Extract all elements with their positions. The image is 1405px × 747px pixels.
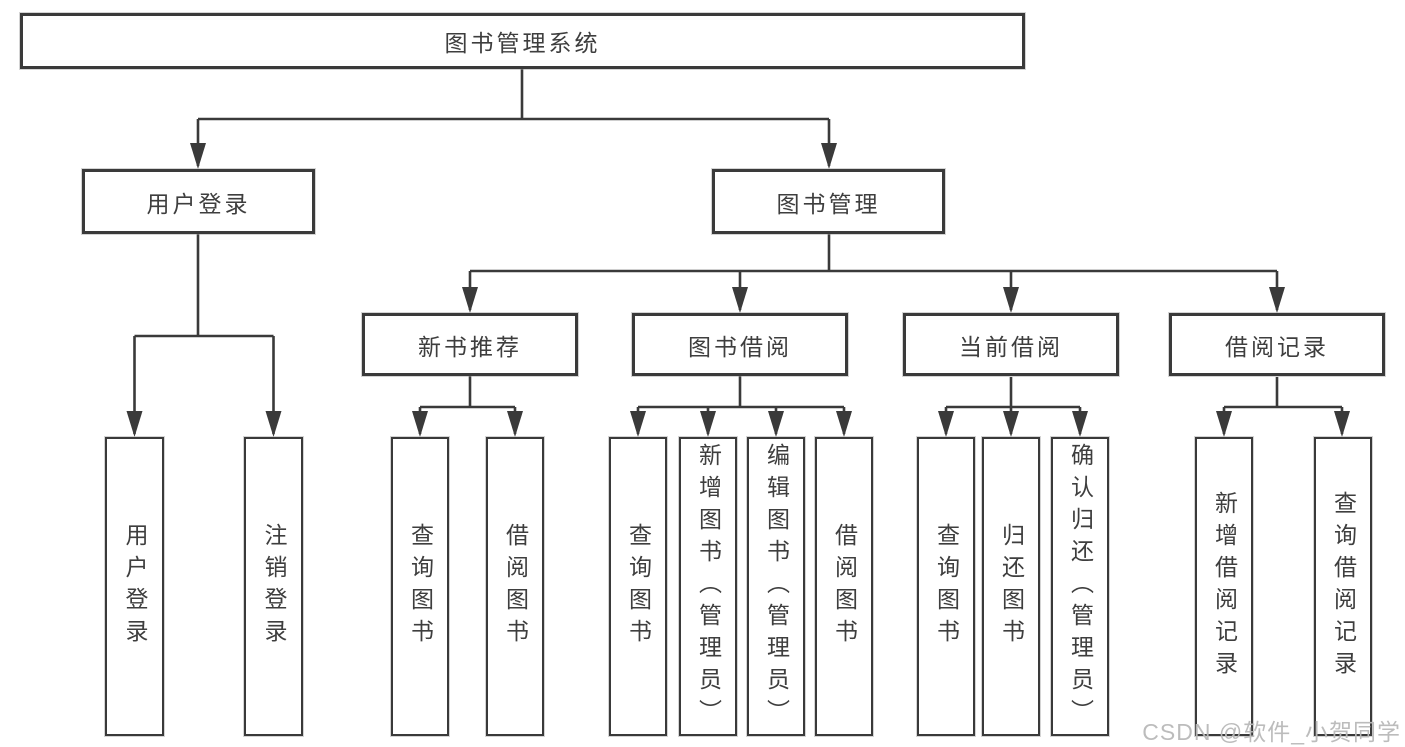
arrowhead-icon [462,287,478,313]
connector-book-borrow-to-leaves [630,376,852,437]
node-book-borrow: 图书借阅 [632,313,848,376]
node-label: 当前借阅 [959,333,1063,360]
node-label: 查询图书 [933,522,960,651]
connector-new-books-to-leaves [412,376,523,437]
arrowhead-icon [768,411,784,437]
leaf-user-login: 用户登录 [105,437,164,736]
node-new-book-recommend: 新书推荐 [362,313,578,376]
arrowhead-icon [1216,411,1232,437]
arrowhead-icon [1334,411,1350,437]
node-label: 新增借阅记录 [1211,490,1238,683]
node-label: 编辑图书（管理员） [763,442,790,731]
arrowhead-icon [630,411,646,437]
leaf-borrow-books-recommend: 借阅图书 [486,437,544,736]
node-label: 注销登录 [261,522,287,651]
leaf-borrow-books: 借阅图书 [815,437,873,736]
node-label: 图书管理系统 [444,30,601,56]
arrowhead-icon [732,287,748,313]
leaf-edit-books-admin: 编辑图书（管理员） [747,437,805,736]
connector-root-to-level2 [190,69,837,169]
arrowhead-icon [938,411,954,437]
node-book-management-branch: 图书管理 [712,169,945,234]
arrowhead-icon [1003,287,1019,313]
arrowhead-icon [836,411,852,437]
arrowhead-icon [1003,411,1019,437]
node-label: 新增图书（管理员） [695,442,722,731]
node-label: 归还图书 [998,522,1025,651]
node-label: 用户登录 [146,190,251,217]
connector-borrow-records-to-leaves [1216,377,1350,437]
node-label: 借阅记录 [1225,333,1329,360]
node-borrow-records: 借阅记录 [1169,313,1385,376]
connector-current-borrow-to-leaves [938,377,1088,437]
csdn-watermark: CSDN @软件_小贺同学 [1142,719,1401,745]
arrowhead-icon [1072,411,1088,437]
node-user-login-branch: 用户登录 [82,169,315,234]
node-label: 新书推荐 [418,333,522,360]
leaf-add-borrow-record: 新增借阅记录 [1195,437,1253,736]
arrowhead-icon [700,411,716,437]
leaf-query-books-borrow: 查询图书 [609,437,667,736]
arrowhead-icon [821,143,837,169]
arrowhead-icon [412,411,428,437]
leaf-add-books-admin: 新增图书（管理员） [679,437,737,736]
node-label: 借阅图书 [502,522,529,651]
node-label: 查询图书 [625,522,652,651]
node-label: 确认归还（管理员） [1067,442,1094,731]
node-label: 查询借阅记录 [1330,490,1357,683]
node-label: 图书借阅 [688,333,792,360]
node-label: 图书管理 [776,190,881,217]
connector-book-mgmt-to-level3 [462,234,1285,313]
connector-user-login-to-leaves [126,234,282,437]
arrowhead-icon [190,143,206,169]
leaf-query-books-current: 查询图书 [917,437,975,736]
node-current-borrow: 当前借阅 [903,313,1119,376]
arrowhead-icon [265,411,282,437]
arrowhead-icon [507,411,523,437]
arrowhead-icon [1269,287,1285,313]
node-label: 查询图书 [407,522,434,651]
leaf-return-books: 归还图书 [982,437,1040,736]
arrowhead-icon [126,411,143,437]
node-root-library-system: 图书管理系统 [20,13,1025,69]
leaf-query-borrow-record: 查询借阅记录 [1314,437,1372,736]
node-label: 借阅图书 [831,522,858,651]
node-label: 用户登录 [122,522,148,651]
leaf-logout: 注销登录 [244,437,303,736]
leaf-confirm-return-admin: 确认归还（管理员） [1051,437,1109,736]
leaf-query-books-recommend: 查询图书 [391,437,449,736]
